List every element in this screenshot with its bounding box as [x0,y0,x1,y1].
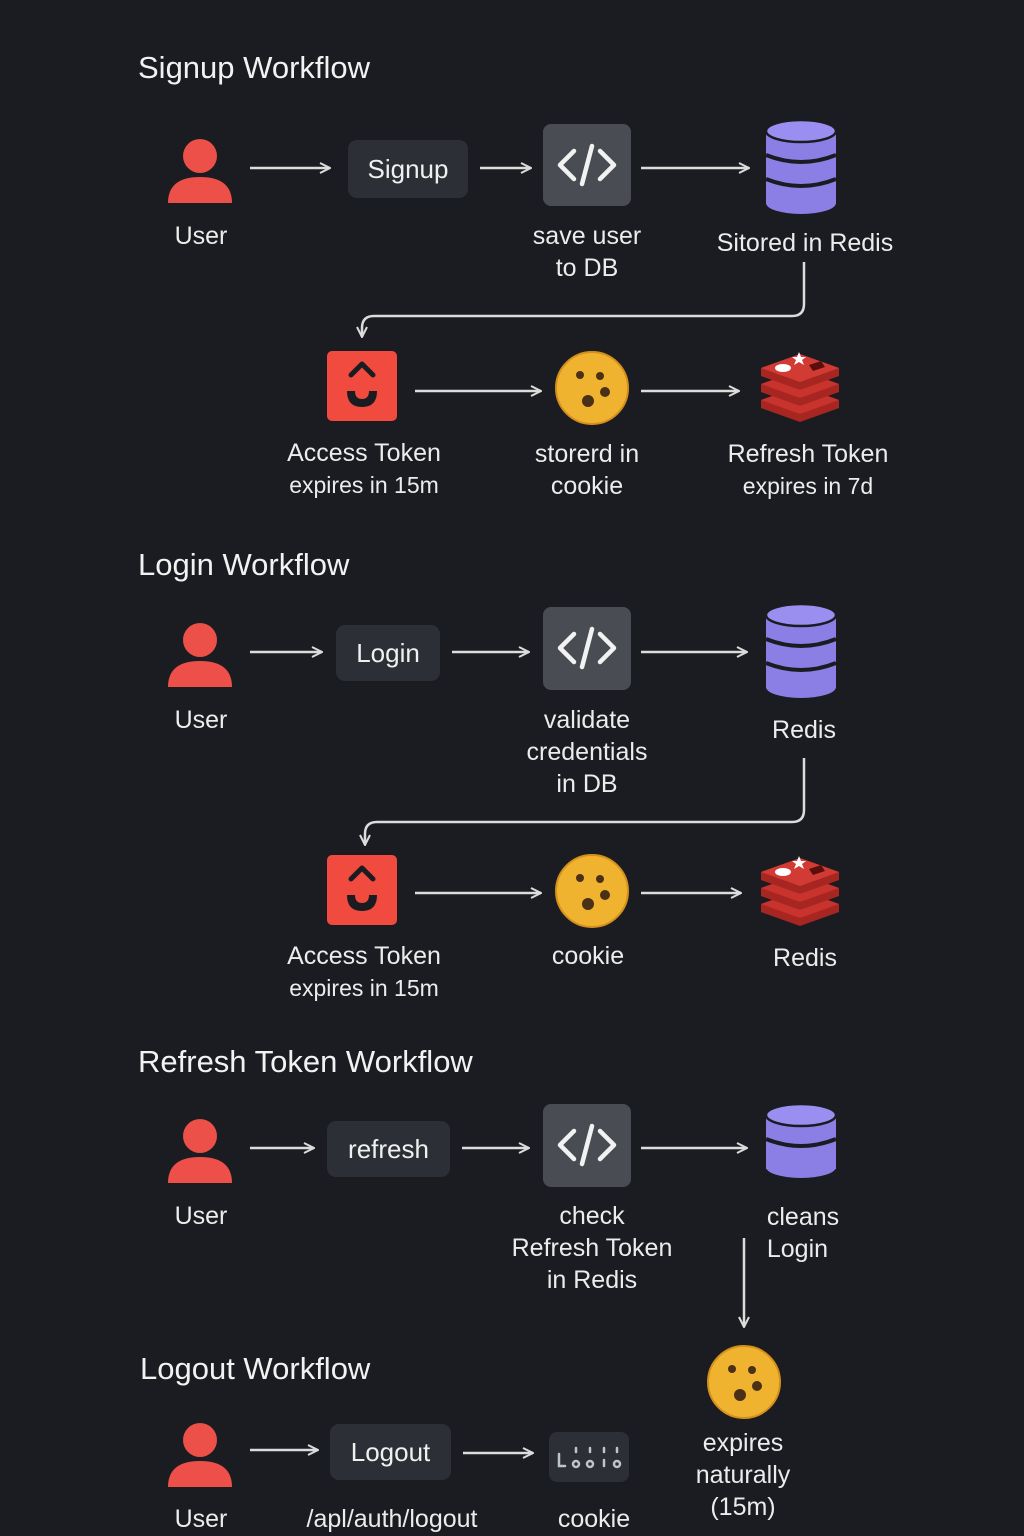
login-code-label-line1: validate [543,706,631,734]
signup-redis-label-line1: Refresh Token [727,440,889,468]
refresh-workflow-title: Refresh Token Workflow [138,1044,473,1079]
code-icon [543,1104,631,1187]
signup-cookie-label-line2: cookie [550,472,624,500]
login-code-label-line2: credentials [526,738,648,766]
refresh-user-label: User [174,1202,228,1230]
cookie-icon [555,351,629,425]
redis-icon [761,856,839,926]
refresh-code-label-line1: check [559,1202,625,1230]
user-icon [168,1423,232,1487]
logout-cookie-label: cookie [557,1505,631,1533]
logout-endpoint-label: /apl/auth/logout [306,1505,478,1533]
login-button[interactable]: Login [336,625,440,681]
login-code-label: validate credentials in DB [527,704,648,800]
redis-icon [761,352,839,422]
signup-redis-label-line2: expires in 7d [742,473,874,499]
code-icon [543,607,631,690]
refresh-button[interactable]: refresh [327,1121,450,1177]
login-workflow-title: Login Workflow [138,547,350,582]
login-db-label: Redis [772,716,836,744]
access-token-icon [327,855,397,925]
cookie-icon [555,854,629,928]
refresh-code-label-line2: Refresh Token [511,1234,673,1262]
refresh-db-label-line1: cleans [766,1203,840,1231]
user-icon [168,1119,232,1183]
cookie-icon [707,1345,781,1419]
refresh-code-label: check Refresh Token in Redis [512,1200,673,1296]
signup-token-label-line2: expires in 15m [289,472,439,498]
refresh-code-label-line3: in Redis [546,1266,638,1294]
signup-cookie-label: storerd in cookie [535,438,639,502]
signup-user-label: User [174,222,228,250]
refresh-cookie-label-line3: (15m) [710,1493,776,1521]
logout-user-label: User [174,1505,228,1533]
refresh-db-label: cleans Login [767,1201,839,1265]
signup-workflow-title: Signup Workflow [138,50,371,85]
login-code-label-line3: in DB [556,770,618,798]
cleared-cookie-icon [549,1432,629,1482]
login-cookie-label: cookie [551,942,625,970]
refresh-cookie-label: expires naturally (15m) [696,1427,791,1523]
user-icon [168,139,232,203]
signup-button[interactable]: Signup [348,140,468,198]
database-icon [764,603,838,698]
refresh-cookie-label-line2: naturally [695,1461,791,1489]
database-icon [764,1103,838,1178]
login-token-label-line1: Access Token [287,942,441,970]
code-icon [543,124,631,206]
signup-token-label: Access Token expires in 15m [287,437,441,501]
database-icon [764,119,838,214]
login-redis-label: Redis [773,944,837,972]
signup-code-label-line1: save user [532,222,642,250]
signup-redis-label: Refresh Token expires in 7d [728,438,889,502]
signup-code-label-line2: to DB [555,254,619,282]
signup-code-label: save user to DB [533,220,641,284]
logout-button[interactable]: Logout [330,1424,451,1480]
signup-db-label: Sitored in Redis [716,229,894,257]
access-token-icon [327,351,397,421]
user-icon [168,623,232,687]
login-token-label-line2: expires in 15m [289,975,439,1001]
signup-cookie-label-line1: storerd in [534,440,640,468]
refresh-db-label-line2: Login [766,1235,829,1263]
signup-token-label-line1: Access Token [287,439,441,467]
login-user-label: User [174,706,228,734]
login-token-label: Access Token expires in 15m [287,940,441,1004]
logout-workflow-title: Logout Workflow [140,1351,371,1386]
refresh-cookie-label-line1: expires [702,1429,784,1457]
